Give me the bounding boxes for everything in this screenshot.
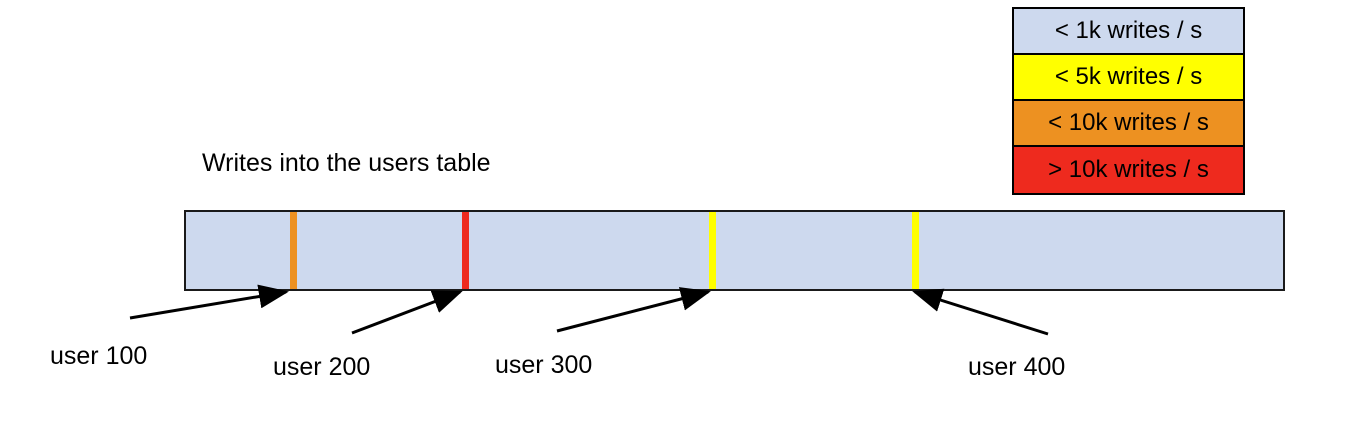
arrow-user-200 (351, 290, 463, 335)
arrow-user-400 (912, 288, 1049, 336)
chart-title: Writes into the users table (202, 149, 491, 177)
legend-item-label: < 10k writes / s (1048, 109, 1209, 136)
arrow-user-100 (129, 284, 289, 320)
arrow-user-300 (556, 287, 711, 333)
legend-item-label: < 5k writes / s (1054, 63, 1203, 90)
legend-item-label: > 10k writes / s (1048, 156, 1209, 183)
callout-label-user-100: user 100 (50, 342, 148, 370)
stripe-user-200 (462, 212, 469, 289)
stripe-user-100 (290, 212, 297, 289)
legend-item-under-5k: < 5k writes / s (1014, 55, 1243, 101)
stripe-user-300 (709, 212, 716, 289)
callout-label-user-400: user 400 (968, 353, 1066, 381)
legend-item-over-10k: > 10k writes / s (1014, 147, 1243, 193)
callout-label-user-200: user 200 (273, 353, 371, 381)
stripe-user-400 (912, 212, 919, 289)
legend-item-under-10k: < 10k writes / s (1014, 101, 1243, 147)
legend-item-under-1k: < 1k writes / s (1014, 9, 1243, 55)
callout-label-user-300: user 300 (495, 351, 593, 379)
users-table-bar (184, 210, 1285, 291)
legend-item-label: < 1k writes / s (1054, 17, 1203, 44)
legend: < 1k writes / s < 5k writes / s < 10k wr… (1012, 7, 1245, 195)
